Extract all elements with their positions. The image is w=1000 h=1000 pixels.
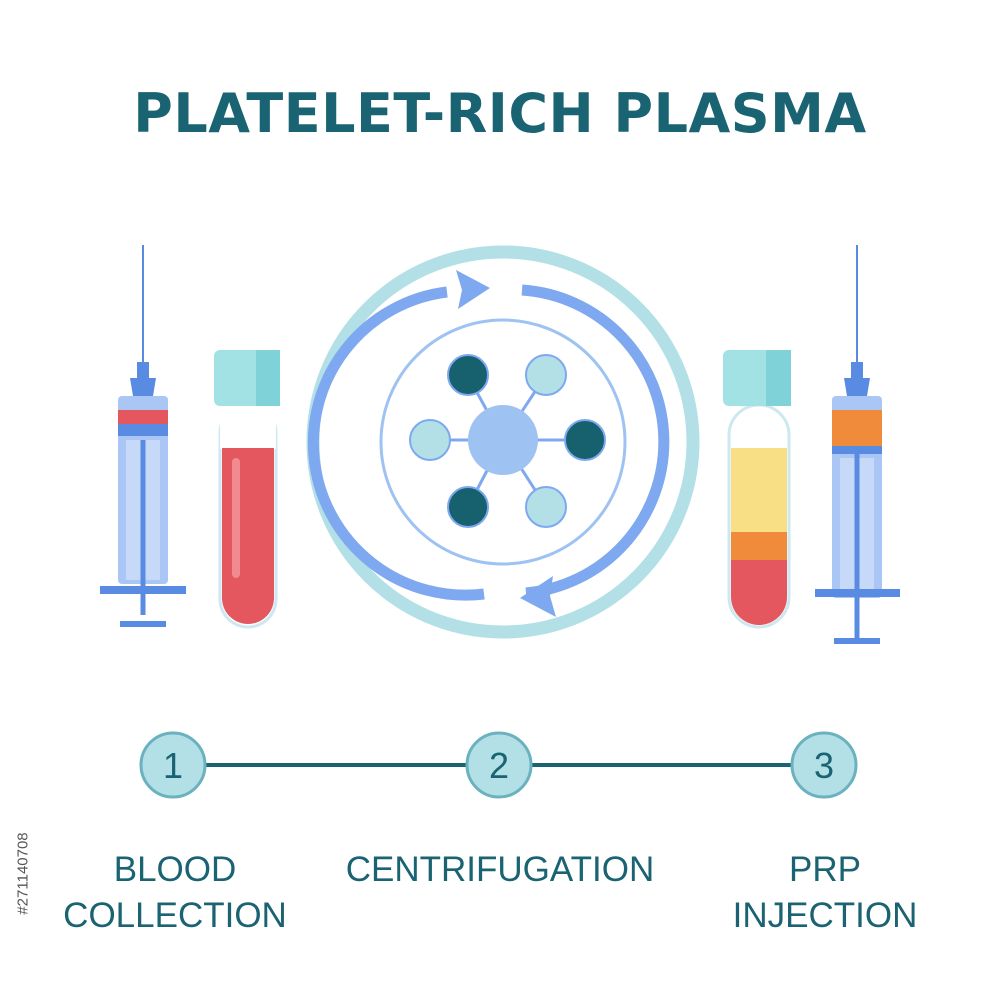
stock-id-watermark: #271140708 (8, 770, 38, 980)
step-3-label: PRP INJECTION (700, 847, 950, 939)
step-1-label: BLOOD COLLECTION (40, 847, 310, 939)
step-1-label-line-1: BLOOD (113, 850, 237, 889)
step-2-label-line-1: CENTRIFUGATION (345, 850, 655, 889)
step-3-label-line-1: PRP (789, 850, 861, 889)
step-1-marker: 1 (139, 731, 207, 799)
step-3-marker: 3 (790, 731, 858, 799)
page-title: PLATELET-RICH PLASMA (133, 82, 867, 145)
rotation-arrow-left-icon (307, 286, 485, 601)
step-2-marker: 2 (465, 731, 533, 799)
centrifuge-icon (306, 245, 700, 639)
rotation-arrow-right-icon (521, 284, 670, 599)
step-2-number: 2 (489, 745, 509, 786)
step-3-label-line-2: INJECTION (732, 896, 918, 935)
right-test-tube-icon (723, 350, 791, 629)
step-1-number: 1 (163, 745, 183, 786)
left-test-tube-icon (214, 350, 280, 629)
step-3-number: 3 (814, 745, 834, 786)
right-syringe-icon (815, 245, 900, 644)
step-1-label-line-2: COLLECTION (63, 896, 287, 935)
left-syringe-icon (100, 245, 186, 627)
stock-id-text: #271140708 (14, 832, 32, 915)
step-2-label: CENTRIFUGATION (320, 847, 680, 893)
process-timeline: 1 2 3 (139, 731, 858, 799)
